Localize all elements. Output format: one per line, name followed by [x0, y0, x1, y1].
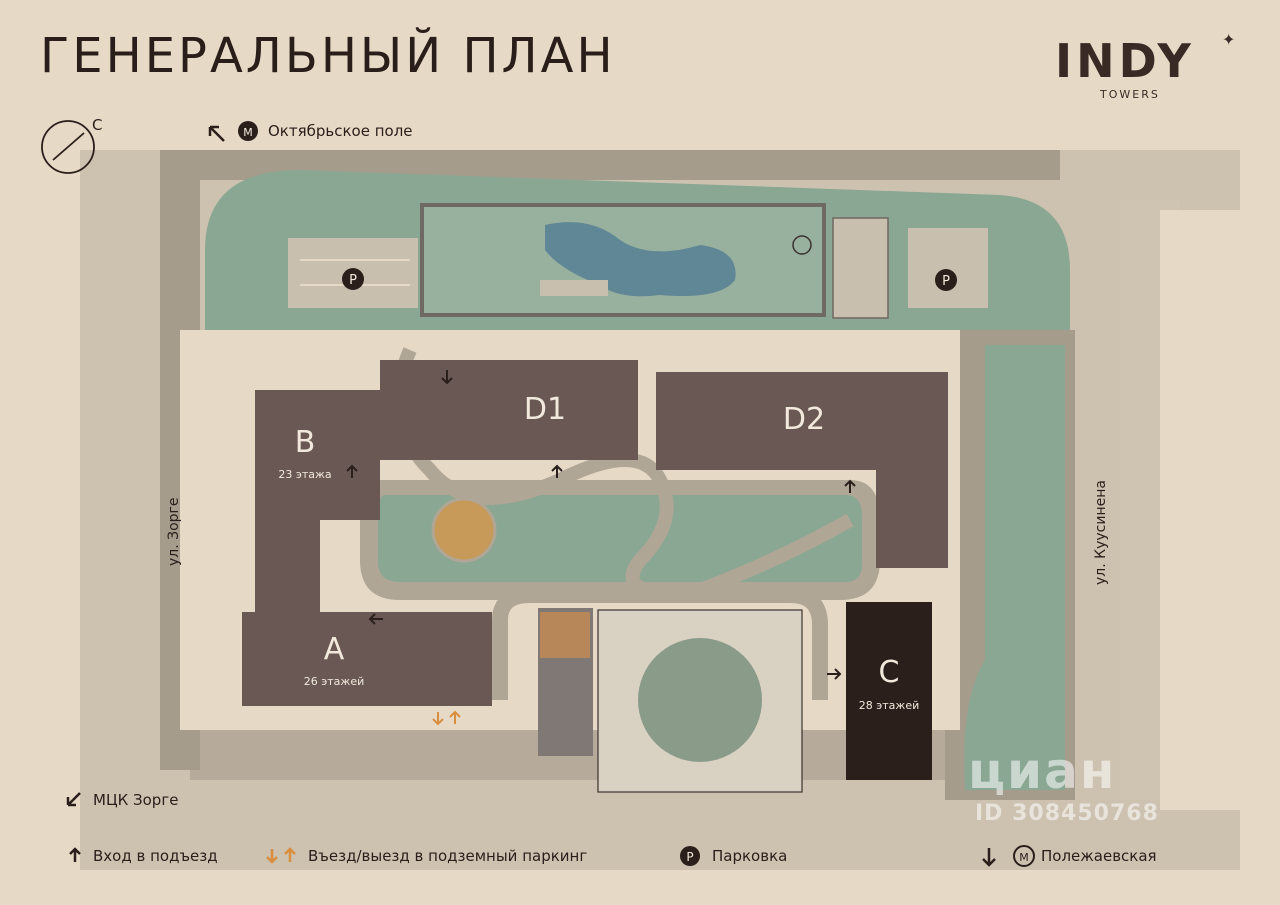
legend-parking-letter: P [686, 850, 693, 864]
building-c-label: C [878, 655, 900, 690]
building-a-shape [242, 612, 492, 706]
parking-marker-west-letter: P [349, 273, 357, 288]
watermark-brand: циан [968, 742, 1117, 800]
parking-entry-arrows [432, 710, 461, 726]
building-c-shape [846, 602, 932, 780]
street-left-label: ул. Зорге [166, 497, 182, 566]
pavilion [540, 280, 608, 296]
brand-subtitle: TOWERS [1100, 88, 1160, 101]
legend-entrance: Вход в подъезд [93, 847, 218, 865]
legend-orange-arrows [266, 847, 296, 864]
compass-circle [41, 120, 95, 174]
metro-icon-bottom-letter: M [1019, 851, 1029, 864]
legend-icons [66, 125, 996, 867]
legend-mck: МЦК Зорге [93, 791, 179, 809]
page-title: ГЕНЕРАЛЬНЫЙ ПЛАН [40, 28, 616, 84]
building-d2-label: D2 [782, 402, 826, 437]
metro-icon-top [238, 121, 258, 141]
buildings [242, 360, 948, 780]
building-b-shape [255, 390, 380, 520]
courtyard-green [378, 495, 862, 582]
building-a-label: A [323, 632, 345, 667]
building-d1-shape [380, 360, 638, 460]
parking-marker-east [935, 269, 957, 291]
legend-parking-icon [680, 846, 700, 866]
legend-metro-bottom: Полежаевская [1041, 847, 1157, 865]
play-circle [638, 638, 762, 762]
watermark-id: ID 308450768 [975, 801, 1159, 826]
metro-top-label: Октябрьское поле [268, 122, 413, 140]
building-d2-shape [656, 372, 948, 470]
compass-north-label: С [92, 116, 103, 134]
metro-icon-bottom [1013, 845, 1035, 867]
parking-marker-west [342, 268, 364, 290]
pond [545, 222, 736, 297]
building-d2-wing [876, 470, 948, 568]
fountain [792, 235, 812, 255]
building-b-lower [255, 520, 320, 620]
parking-marker-east-letter: P [942, 274, 950, 289]
sparkle-icon: ✦ [1222, 30, 1236, 49]
basketball-court [540, 612, 590, 658]
parking-lot-east [908, 228, 988, 308]
building-d1-label: D1 [523, 392, 567, 427]
entrance-arrows [346, 370, 856, 680]
parking-stalls [832, 217, 889, 319]
street-right-label: ул. Куусинена [1093, 480, 1109, 585]
legend-parking: Парковка [712, 847, 788, 865]
building-b-label: B [294, 425, 316, 460]
brand-logo: INDY [1055, 34, 1195, 88]
metro-icon-top-letter: M [243, 126, 253, 139]
legend-parking-entry: Въезд/выезд в подземный паркинг [308, 847, 588, 865]
building-a-floors: 26 этажей [303, 675, 365, 688]
building-c-floors: 28 этажей [858, 699, 920, 712]
lower-road [492, 587, 828, 700]
building-b-floors: 23 этажа [278, 468, 332, 481]
round-plaza [431, 497, 497, 563]
east-park [964, 345, 1065, 790]
